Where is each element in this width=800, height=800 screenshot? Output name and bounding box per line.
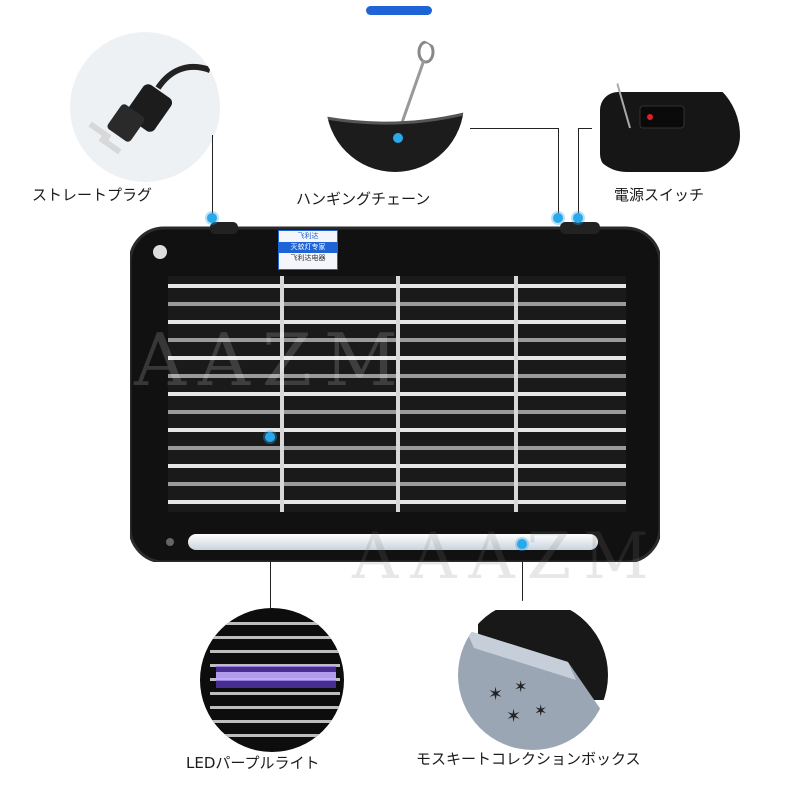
led-grill-bar bbox=[210, 720, 340, 723]
power-switch-icon bbox=[600, 72, 740, 172]
top-accent-bar bbox=[366, 6, 432, 15]
badge-top: 飞利达 bbox=[297, 232, 319, 240]
leader-line-plug bbox=[212, 135, 213, 215]
leader-line-box bbox=[522, 545, 523, 607]
led-light-icon bbox=[210, 622, 340, 737]
leader-line-switch-h bbox=[578, 128, 592, 129]
svg-text:✶: ✶ bbox=[506, 706, 521, 727]
badge-sub: 飞利达电器 bbox=[290, 254, 326, 262]
svg-text:✶: ✶ bbox=[534, 701, 547, 720]
label-box: モスキートコレクションボックス bbox=[416, 750, 641, 768]
plug-icon bbox=[88, 63, 212, 155]
svg-text:✶: ✶ bbox=[514, 677, 527, 696]
label-led: LEDパープルライト bbox=[186, 754, 320, 772]
switch-detail-circle bbox=[590, 72, 740, 172]
label-plug: ストレートプラグ bbox=[32, 186, 153, 204]
collection-tray-icon: ✶ ✶ ✶ ✶ bbox=[458, 610, 608, 750]
zapper-housing bbox=[128, 222, 662, 564]
chain-detail-circle bbox=[326, 34, 464, 172]
leader-line-switch-v bbox=[578, 128, 579, 214]
marker-switch bbox=[573, 213, 583, 223]
label-switch: 電源スイッチ bbox=[614, 186, 705, 204]
bug-zapper-device: 飞利达 灭蚊灯专家 飞利达电器 bbox=[128, 222, 662, 564]
label-chain: ハンギングチェーン bbox=[296, 190, 431, 208]
brand-badge: 飞利达 灭蚊灯专家 飞利达电器 bbox=[278, 230, 338, 270]
svg-text:✶: ✶ bbox=[488, 684, 503, 705]
hanging-chain-icon bbox=[326, 40, 464, 172]
led-grill-bar bbox=[210, 650, 340, 653]
led-grill-bar bbox=[210, 622, 340, 625]
led-detail-circle bbox=[200, 608, 344, 752]
marker-led bbox=[265, 432, 275, 442]
plug-detail-circle bbox=[70, 32, 220, 182]
led-grill-bar bbox=[210, 636, 340, 639]
led-grill-bar bbox=[210, 734, 340, 737]
marker-plug bbox=[207, 213, 217, 223]
led-grill-bar bbox=[210, 692, 340, 695]
marker-chain bbox=[553, 213, 563, 223]
led-grill-bar bbox=[210, 706, 340, 709]
collection-box-detail-circle: ✶ ✶ ✶ ✶ bbox=[458, 600, 608, 750]
leader-line-chain-v bbox=[558, 128, 559, 214]
marker-box bbox=[517, 539, 527, 549]
led-grill-bar bbox=[210, 664, 340, 667]
badge-title: 灭蚊灯专家 bbox=[279, 242, 337, 253]
leader-line-chain-h bbox=[470, 128, 558, 129]
